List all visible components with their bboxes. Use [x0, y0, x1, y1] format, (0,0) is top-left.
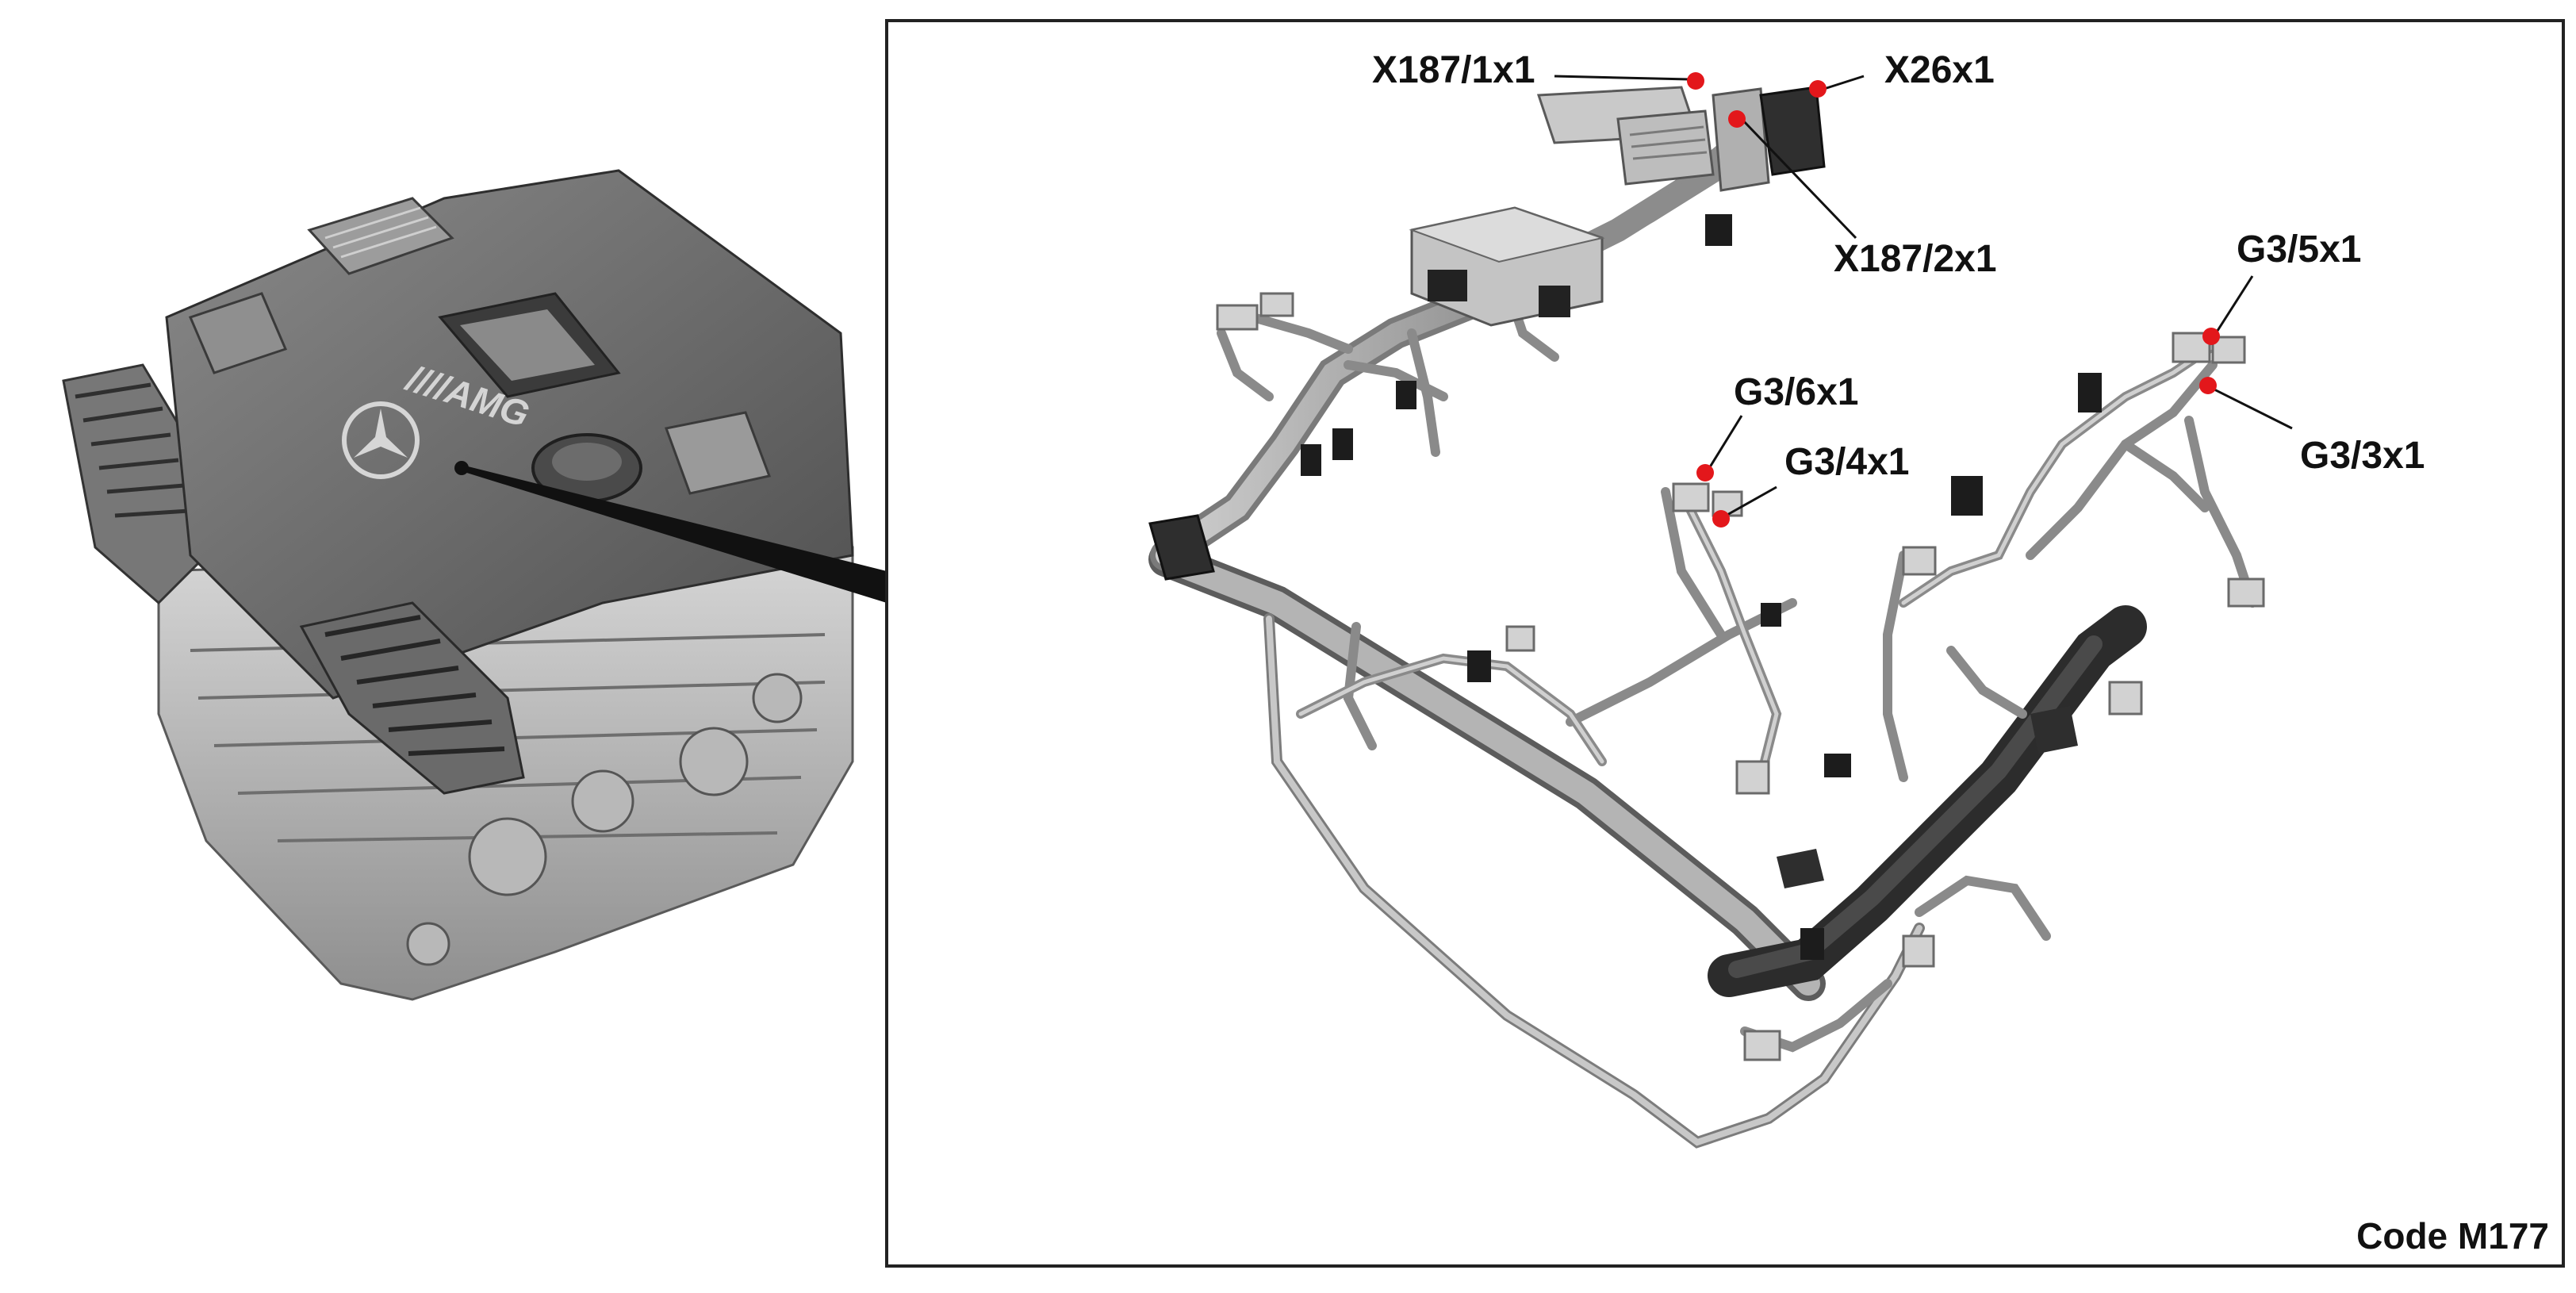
mercedes-star-icon	[342, 401, 420, 479]
zoom-leader	[462, 465, 887, 603]
callout-x187-2x1: X187/2x1	[1728, 110, 1997, 280]
callout-g3-5x1: G3/5x1	[2202, 228, 2361, 345]
engine-illustration: ////AMG	[62, 169, 854, 1001]
marker-x187-2x1	[1728, 110, 1746, 128]
marker-g3-3x1	[2199, 377, 2217, 394]
label-x187-2x1: X187/2x1	[1834, 238, 1997, 280]
code-label: Code M177	[2356, 1215, 2549, 1257]
label-x26x1: X26x1	[1884, 49, 1995, 91]
marker-x26x1	[1809, 80, 1827, 98]
engine-cover	[165, 169, 854, 700]
wiring-harness	[1148, 86, 2265, 1149]
detail-frame	[885, 19, 2565, 1268]
callout-x187-1x1: X187/1x1	[1372, 49, 1704, 91]
callout-g3-3x1: G3/3x1	[2199, 377, 2425, 477]
callout-x26x1: X26x1	[1809, 49, 1995, 98]
callout-g3-4x1: G3/4x1	[1712, 441, 1909, 528]
marker-x187-1x1	[1687, 72, 1704, 90]
marker-g3-6x1	[1696, 464, 1714, 482]
intake-right	[299, 601, 525, 795]
label-x187-1x1: X187/1x1	[1372, 49, 1535, 91]
label-g3-3x1: G3/3x1	[2300, 435, 2425, 477]
marker-g3-4x1	[1712, 510, 1730, 528]
label-g3-6x1: G3/6x1	[1734, 371, 1858, 413]
callout-g3-6x1: G3/6x1	[1696, 371, 1858, 482]
label-g3-5x1: G3/5x1	[2237, 228, 2361, 270]
label-g3-4x1: G3/4x1	[1784, 441, 1909, 483]
marker-g3-5x1	[2202, 328, 2220, 345]
